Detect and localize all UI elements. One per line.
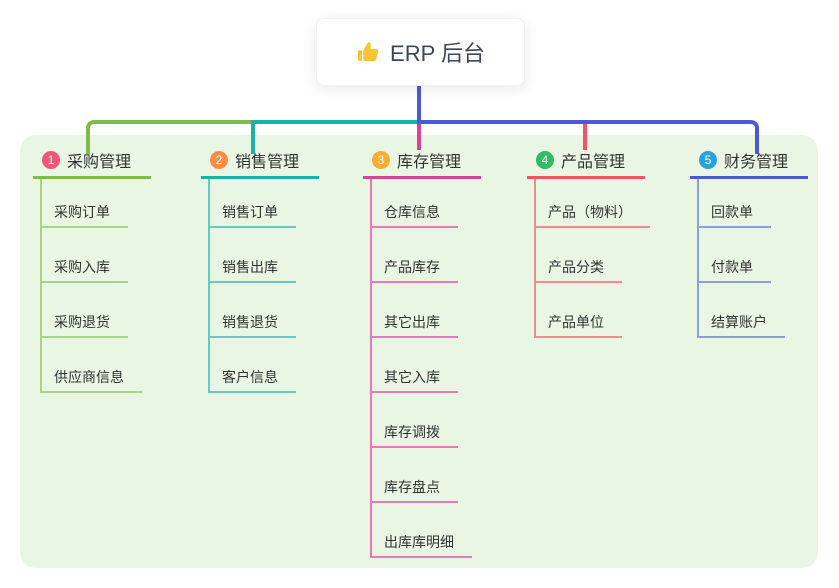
branch-header-5[interactable]: 5 财务管理: [690, 148, 808, 179]
branch-number-badge: 3: [372, 150, 390, 169]
leaf-node[interactable]: 其它出库: [372, 283, 481, 338]
branch-label: 产品管理: [561, 153, 626, 171]
branch-5: 5 财务管理回款单付款单结算账户: [690, 148, 808, 338]
leaf-label: 库存盘点: [372, 477, 458, 503]
leaf-node[interactable]: 其它入库: [372, 338, 481, 393]
connector-drop-inventory: [417, 123, 421, 150]
leaf-node[interactable]: 销售订单: [210, 179, 319, 228]
connector-drop-product: [583, 123, 587, 150]
leaf-node[interactable]: 回款单: [699, 179, 808, 228]
leaf-label: 其它出库: [372, 312, 458, 338]
leaf-label: 库存调拨: [372, 422, 458, 448]
leaf-node[interactable]: 产品单位: [536, 283, 645, 338]
leaf-label: 客户信息: [210, 367, 296, 393]
leaf-label: 产品分类: [536, 257, 622, 283]
branch-children: 仓库信息产品库存其它出库其它入库库存调拨库存盘点出库库明细: [370, 179, 481, 558]
branch-children: 回款单付款单结算账户: [697, 179, 808, 338]
branch-label: 库存管理: [397, 153, 462, 171]
leaf-node[interactable]: 销售出库: [210, 228, 319, 283]
leaf-node[interactable]: 供应商信息: [42, 338, 151, 393]
leaf-node[interactable]: 采购入库: [42, 228, 151, 283]
root-stem-line: [417, 84, 421, 124]
leaf-label: 销售出库: [210, 257, 296, 283]
leaf-label: 付款单: [699, 257, 771, 283]
leaf-node[interactable]: 销售退货: [210, 283, 319, 338]
branch-header-2[interactable]: 2 销售管理: [201, 148, 319, 179]
branch-header-4[interactable]: 4 产品管理: [527, 148, 645, 179]
leaf-label: 结算账户: [699, 312, 785, 338]
leaf-label: 供应商信息: [42, 367, 142, 393]
leaf-node[interactable]: 产品（物料）: [536, 179, 650, 228]
leaf-label: 出库库明细: [372, 532, 472, 558]
leaf-label: 采购入库: [42, 257, 128, 283]
branch-number-badge: 5: [699, 150, 717, 169]
branch-header-1[interactable]: 1 采购管理: [33, 148, 151, 179]
branch-number-badge: 2: [210, 150, 228, 169]
leaf-label: 采购退货: [42, 312, 128, 338]
leaf-node[interactable]: 采购退货: [42, 283, 151, 338]
branch-number-badge: 4: [536, 150, 554, 169]
leaf-node[interactable]: 客户信息: [210, 338, 319, 393]
leaf-node[interactable]: 库存调拨: [372, 393, 481, 448]
root-node[interactable]: ERP 后台: [316, 18, 525, 86]
branch-label: 采购管理: [67, 153, 132, 171]
branch-label: 财务管理: [724, 153, 789, 171]
branch-4: 4 产品管理产品（物料） 产品分类产品单位: [527, 148, 650, 338]
leaf-label: 仓库信息: [372, 202, 458, 228]
connector-elbow-purchase: [86, 120, 257, 154]
branch-3: 3 库存管理仓库信息产品库存其它出库其它入库库存调拨库存盘点出库库明细: [363, 148, 481, 558]
leaf-label: 产品库存: [372, 257, 458, 283]
leaf-label: 其它入库: [372, 367, 458, 393]
leaf-node[interactable]: 产品分类: [536, 228, 645, 283]
leaf-label: 销售订单: [210, 202, 296, 228]
leaf-node[interactable]: 产品库存: [372, 228, 481, 283]
root-label: ERP 后台: [390, 41, 485, 66]
thumbs-up-icon: [356, 40, 380, 64]
branch-2: 2 销售管理销售订单销售出库销售退货客户信息: [201, 148, 319, 393]
connector-elbow-finance: [419, 120, 759, 154]
leaf-label: 产品单位: [536, 312, 622, 338]
branch-children: 采购订单采购入库采购退货供应商信息: [40, 179, 151, 393]
leaf-label: 回款单: [699, 202, 771, 228]
leaf-node[interactable]: 付款单: [699, 228, 808, 283]
branch-number-badge: 1: [42, 150, 60, 169]
leaf-label: 采购订单: [42, 202, 128, 228]
leaf-node[interactable]: 库存盘点: [372, 448, 481, 503]
branch-1: 1 采购管理采购订单采购入库采购退货供应商信息: [33, 148, 151, 393]
branch-header-3[interactable]: 3 库存管理: [363, 148, 481, 179]
leaf-node[interactable]: 出库库明细: [372, 503, 481, 558]
leaf-node[interactable]: 结算账户: [699, 283, 808, 338]
branch-children: 销售订单销售出库销售退货客户信息: [208, 179, 319, 393]
leaf-label: 销售退货: [210, 312, 296, 338]
leaf-node[interactable]: 仓库信息: [372, 179, 481, 228]
branch-children: 产品（物料） 产品分类产品单位: [534, 179, 650, 338]
branches-panel-background: [20, 135, 818, 568]
connector-elbow-sales: [251, 120, 423, 154]
leaf-node[interactable]: 采购订单: [42, 179, 151, 228]
leaf-label: 产品（物料）: [536, 202, 650, 228]
branch-label: 销售管理: [235, 153, 300, 171]
